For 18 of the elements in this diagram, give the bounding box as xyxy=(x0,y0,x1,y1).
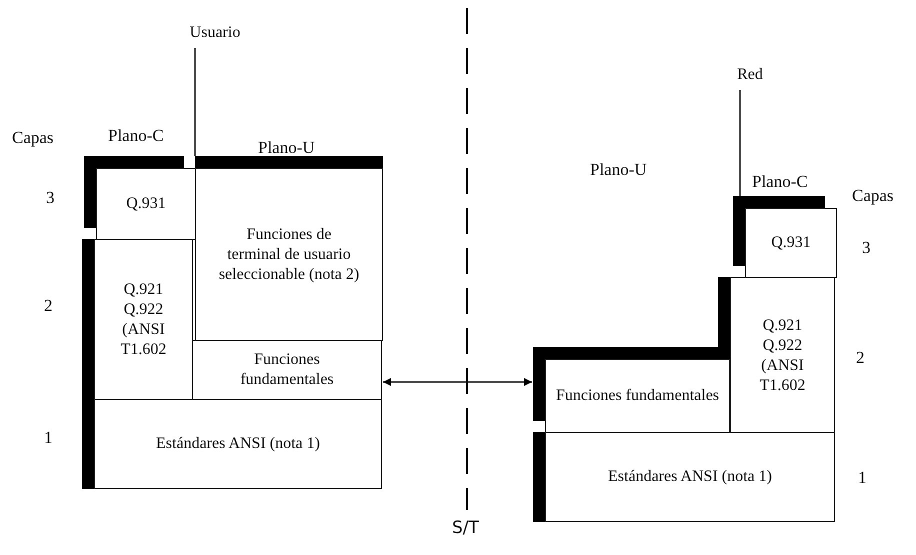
endpoint-label: Usuario xyxy=(180,20,250,46)
endpoint-label: Red xyxy=(725,62,775,88)
layer-number: 1 xyxy=(44,428,52,448)
layer-number: 3 xyxy=(46,188,54,208)
column-heading: Plano-U xyxy=(258,138,315,158)
column-heading: Plano-C xyxy=(108,126,164,146)
reference-point-label: S/T xyxy=(452,518,479,538)
layer-number: 2 xyxy=(44,296,52,316)
column-heading: Plano-C xyxy=(752,172,808,192)
axis-label: Capas xyxy=(852,186,894,206)
arrow xyxy=(383,378,532,386)
layer-box: Funciones fundamentales xyxy=(192,340,382,400)
layer-number: 2 xyxy=(856,348,864,368)
layer-number: 3 xyxy=(862,238,870,258)
axis-label: Capas xyxy=(12,128,54,148)
layer-number: 1 xyxy=(858,468,866,488)
column-heading: Plano-U xyxy=(590,160,647,180)
leader-line xyxy=(194,48,196,156)
